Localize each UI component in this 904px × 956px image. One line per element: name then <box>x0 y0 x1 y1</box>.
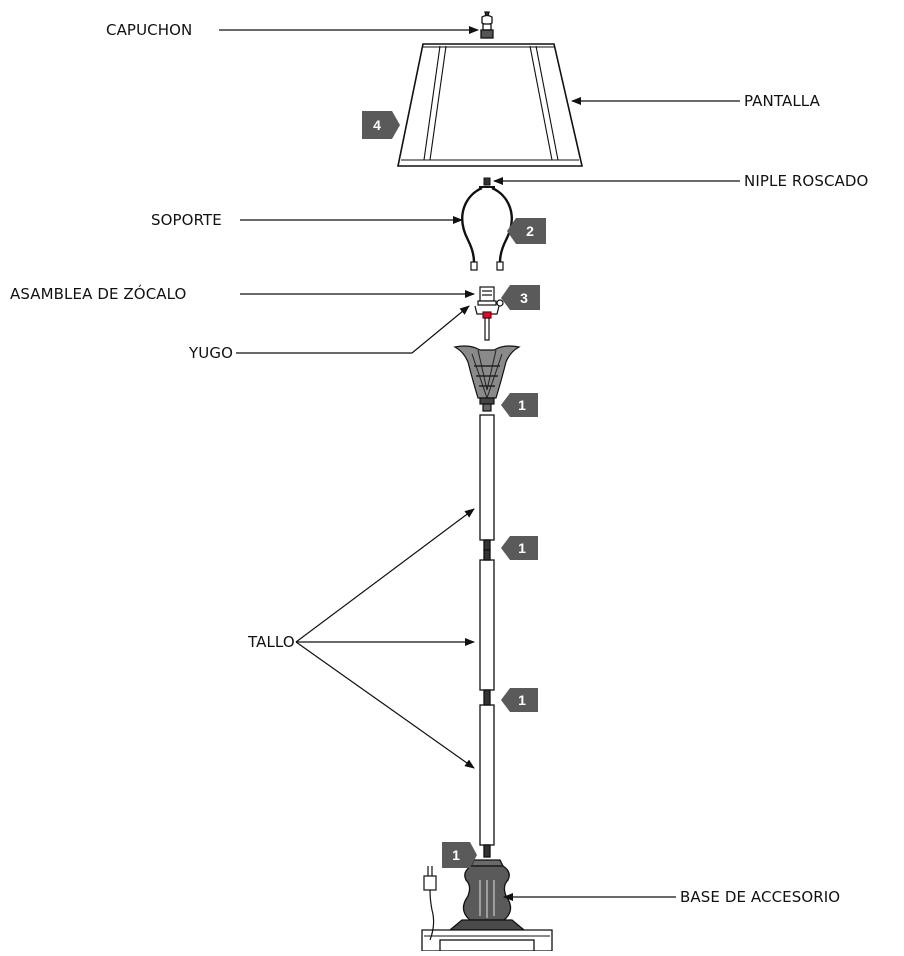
step-number-shade: 4 <box>373 117 381 133</box>
socket-drawing <box>474 286 504 341</box>
harp-drawing <box>461 177 513 271</box>
stem-drawing <box>479 414 495 858</box>
step-number-stem-2: 1 <box>518 540 526 556</box>
leader-yugo <box>236 305 470 354</box>
base-drawing <box>421 859 553 952</box>
finial-drawing <box>480 11 494 39</box>
step-tags <box>362 111 546 868</box>
label-pantalla: PANTALLA <box>744 92 820 110</box>
step-tag-base <box>442 842 477 868</box>
step-tag-stem-2 <box>501 536 538 560</box>
label-yugo: YUGO <box>189 344 233 362</box>
label-niple-roscado: NIPLE ROSCADO <box>744 172 869 190</box>
step-number-stem-3: 1 <box>518 692 526 708</box>
label-tallo: TALLO <box>248 633 295 651</box>
label-base-accesorio: BASE DE ACCESORIO <box>680 888 841 906</box>
ornament-drawing <box>453 345 521 412</box>
plug-drawing <box>423 866 437 941</box>
step-number-socket: 3 <box>520 290 528 306</box>
step-tag-stem-3 <box>501 688 538 712</box>
step-tag-stem-1 <box>501 393 538 417</box>
leader-lines <box>219 26 740 901</box>
step-tag-harp <box>507 218 546 244</box>
step-tag-socket <box>501 285 540 310</box>
leader-tallo-3 <box>295 641 475 769</box>
leader-tallo-1 <box>295 508 475 643</box>
label-soporte: SOPORTE <box>151 211 222 229</box>
label-capuchon: CAPUCHON <box>106 21 193 39</box>
step-number-stem-1: 1 <box>518 397 526 413</box>
step-number-harp: 2 <box>526 223 534 239</box>
label-asamblea-zocalo: ASAMBLEA DE ZÓCALO <box>10 285 187 303</box>
step-number-base: 1 <box>452 847 460 863</box>
shade-drawing <box>397 43 584 167</box>
step-tag-shade <box>362 111 400 139</box>
